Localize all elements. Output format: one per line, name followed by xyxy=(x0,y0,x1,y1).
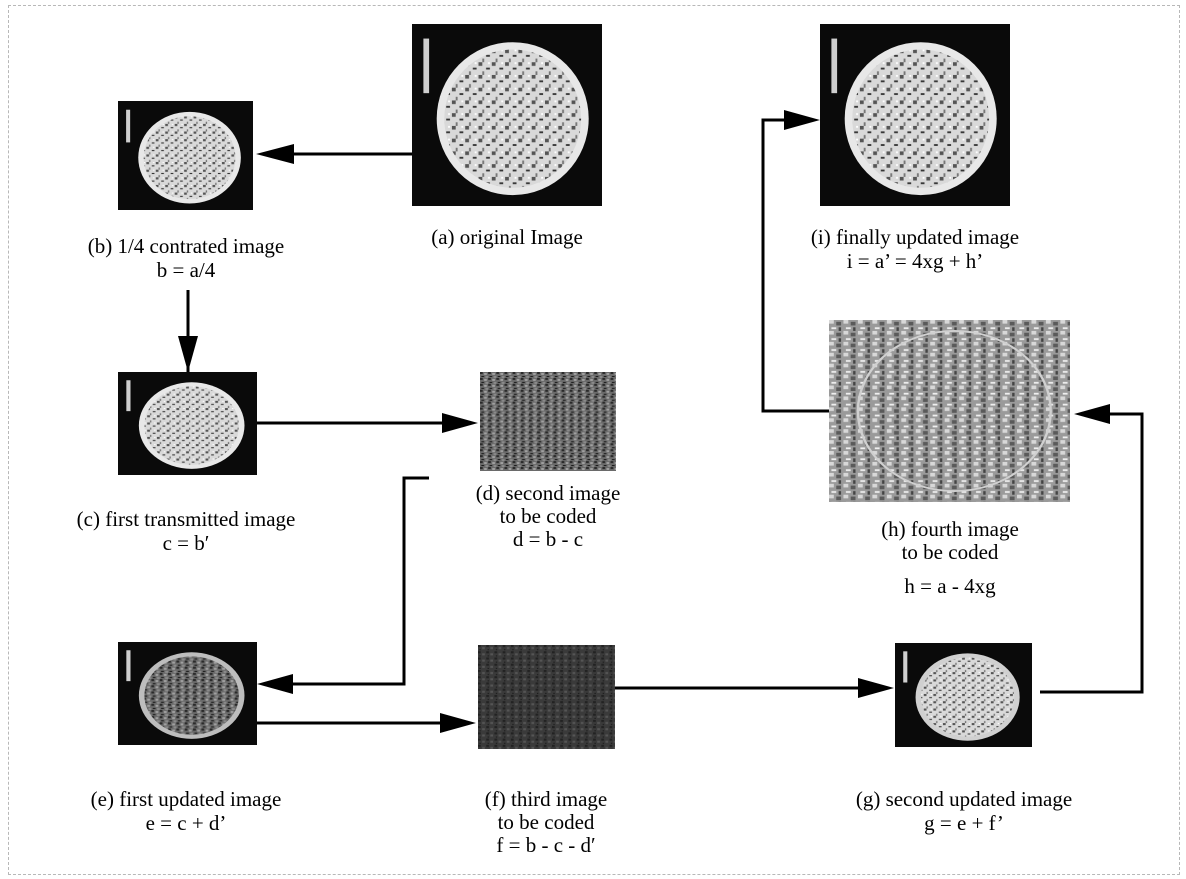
caption-f-line2: to be coded xyxy=(497,810,595,834)
formula-d: d = b - c xyxy=(512,527,584,551)
formula-g: g = e + f’ xyxy=(924,811,1004,835)
arrowhead-g xyxy=(858,678,894,698)
caption-h: (h) fourth image xyxy=(881,517,1019,541)
arrow-h-to-i xyxy=(761,118,829,413)
caption-b: (b) 1/4 contrated image xyxy=(87,234,285,258)
figure-frame xyxy=(8,5,1180,875)
arrowhead-h xyxy=(1074,404,1110,424)
caption-d: (d) second image xyxy=(475,481,621,505)
caption-i: (i) finally updated image xyxy=(810,225,1020,249)
caption-h-line2: to be coded xyxy=(901,540,999,564)
image-i-finally-updated xyxy=(820,24,1010,206)
arrowhead-c xyxy=(178,336,198,372)
arrowhead-f xyxy=(440,713,476,733)
arrowhead-i xyxy=(784,110,820,130)
image-c-first-transmitted xyxy=(118,372,257,475)
image-e-first-updated xyxy=(118,642,257,745)
image-a-original xyxy=(412,24,602,206)
caption-d-line2: to be coded xyxy=(499,504,597,528)
arrowhead-b xyxy=(256,144,294,164)
caption-f: (f) third image xyxy=(484,787,608,811)
formula-b: b = a/4 xyxy=(156,258,216,282)
arrowhead-d xyxy=(442,413,478,433)
arrow-d-to-e xyxy=(290,476,429,686)
formula-h: h = a - 4xg xyxy=(904,574,996,598)
image-f-third-to-code xyxy=(478,645,615,749)
caption-e: (e) first updated image xyxy=(90,787,282,811)
image-g-second-updated xyxy=(895,643,1032,747)
caption-c: (c) first transmitted image xyxy=(76,507,296,531)
caption-a: (a) original Image xyxy=(431,225,583,249)
arrowhead-e xyxy=(257,674,293,694)
image-b-contracted xyxy=(118,101,253,210)
formula-c: c = b′ xyxy=(162,531,210,555)
formula-e: e = c + d’ xyxy=(145,811,227,835)
formula-i: i = a’ = 4xg + h’ xyxy=(846,249,984,273)
caption-g: (g) second updated image xyxy=(855,787,1073,811)
formula-f: f = b - c - d′ xyxy=(496,833,596,857)
arrow-g-to-h xyxy=(1040,412,1144,694)
image-h-fourth-to-code xyxy=(829,320,1070,502)
image-d-second-to-code xyxy=(480,372,616,471)
